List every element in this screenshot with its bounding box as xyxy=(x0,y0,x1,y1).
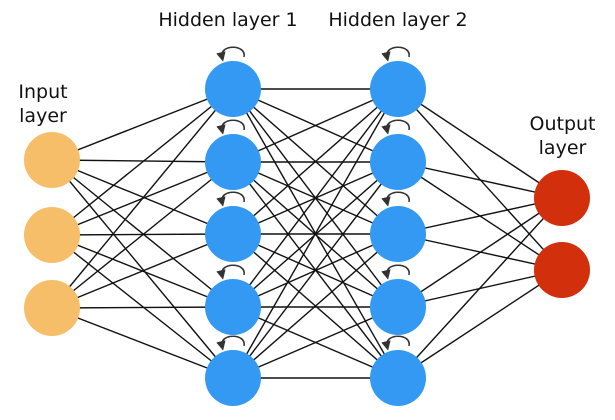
edge-hidden1-3-to-hidden2-1 xyxy=(232,88,399,235)
hidden1-node-2 xyxy=(205,134,261,190)
hidden1-node-3 xyxy=(205,206,261,262)
input-node-3 xyxy=(24,280,80,336)
edge-hidden1-5-to-hidden2-3 xyxy=(232,233,399,379)
neurons xyxy=(24,61,590,406)
input-layer-label-line1: Input xyxy=(18,81,68,103)
edge-input-3-to-hidden1-3 xyxy=(51,233,234,309)
hidden1-node-2-recurrent-arrow-icon xyxy=(216,119,245,135)
input-node-2 xyxy=(24,207,80,263)
edge-hidden2-5-to-output-2 xyxy=(397,269,563,379)
edge-hidden2-5-to-output-1 xyxy=(397,197,563,379)
edge-input-1-to-hidden1-5 xyxy=(51,159,234,379)
hidden2-node-4-recurrent-arrow-icon xyxy=(381,264,410,280)
input-layer-label: Input layer xyxy=(8,80,78,128)
hidden-layer-1-label: Hidden layer 1 xyxy=(158,9,298,31)
edge-input-3-to-hidden1-4 xyxy=(51,306,234,309)
output-node-2 xyxy=(534,242,590,298)
hidden2-node-2-recurrent-arrow-icon xyxy=(381,119,410,135)
hidden2-node-3 xyxy=(370,206,426,262)
output-layer-label: Output layer xyxy=(515,112,610,160)
hidden1-node-1-recurrent-arrow-icon xyxy=(216,46,245,62)
hidden-layer-2-label: Hidden layer 2 xyxy=(328,9,468,31)
hidden2-node-5-recurrent-arrow-icon xyxy=(381,335,410,351)
hidden2-node-1-recurrent-arrow-icon xyxy=(381,46,410,62)
edge-input-2-to-hidden1-1 xyxy=(51,88,234,236)
recurrent-arrows xyxy=(216,46,410,351)
hidden2-node-5 xyxy=(370,350,426,406)
hidden1-node-1 xyxy=(205,61,261,117)
edge-hidden1-4-to-hidden2-1 xyxy=(232,88,399,308)
edge-hidden1-2-to-hidden2-1 xyxy=(232,88,399,163)
edge-hidden1-5-to-hidden2-4 xyxy=(232,306,399,379)
edge-hidden2-1-to-output-1 xyxy=(397,88,563,199)
output-node-1 xyxy=(534,170,590,226)
edge-hidden1-5-to-hidden2-2 xyxy=(232,161,399,379)
hidden1-node-5 xyxy=(205,350,261,406)
hidden1-node-4 xyxy=(205,279,261,335)
hidden2-node-4 xyxy=(370,279,426,335)
edge-input-1-to-hidden1-1 xyxy=(51,88,234,161)
hidden2-node-1 xyxy=(370,61,426,117)
hidden1-node-4-recurrent-arrow-icon xyxy=(216,264,245,280)
edge-input-1-to-hidden1-2 xyxy=(51,159,234,163)
hidden1-node-5-recurrent-arrow-icon xyxy=(216,335,245,351)
edge-input-2-to-hidden1-5 xyxy=(51,234,234,379)
hidden1-node-3-recurrent-arrow-icon xyxy=(216,191,245,207)
input-layer-label-line2: layer xyxy=(19,105,67,127)
edge-input-3-to-hidden1-1 xyxy=(51,88,234,309)
edge-input-1-to-hidden1-4 xyxy=(51,159,234,308)
edge-input-1-to-hidden1-3 xyxy=(51,159,234,235)
output-layer-label-line1: Output xyxy=(529,113,596,135)
edge-hidden1-5-to-hidden2-1 xyxy=(232,88,399,379)
edge-hidden2-4-to-output-1 xyxy=(397,197,563,308)
hidden2-node-3-recurrent-arrow-icon xyxy=(381,191,410,207)
input-node-1 xyxy=(24,132,80,188)
edge-input-3-to-hidden1-2 xyxy=(51,161,234,309)
connections xyxy=(51,88,563,379)
hidden2-node-2 xyxy=(370,134,426,190)
edge-input-3-to-hidden1-5 xyxy=(51,307,234,379)
output-layer-label-line2: layer xyxy=(538,137,587,159)
